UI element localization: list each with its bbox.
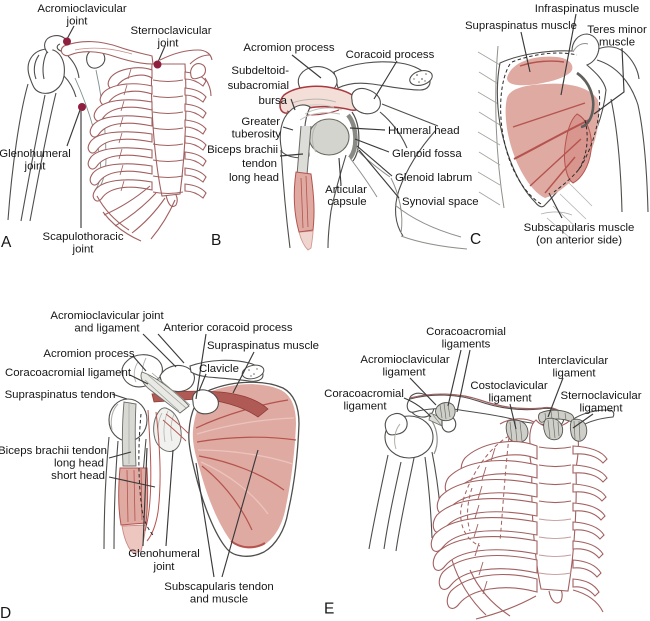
svg-text:Acromioclavicular: Acromioclavicular: [360, 354, 449, 366]
svg-text:Coracoacromial: Coracoacromial: [324, 388, 404, 400]
svg-text:E: E: [324, 601, 334, 618]
svg-text:and muscle: and muscle: [190, 594, 248, 606]
svg-text:Acromion process: Acromion process: [243, 42, 334, 54]
svg-text:muscle: muscle: [599, 37, 635, 49]
svg-text:ligament: ligament: [579, 403, 623, 415]
svg-text:ligaments: ligaments: [442, 339, 491, 351]
svg-text:Costoclavicular: Costoclavicular: [470, 380, 547, 392]
svg-text:A: A: [1, 234, 12, 251]
svg-text:Greater: Greater: [241, 116, 280, 128]
svg-text:Glenohumeral: Glenohumeral: [0, 148, 71, 160]
svg-text:C: C: [470, 231, 481, 248]
svg-text:subacromial: subacromial: [228, 80, 289, 92]
svg-text:D: D: [0, 605, 11, 621]
svg-text:joint: joint: [153, 561, 176, 573]
svg-text:Subscapularis tendon: Subscapularis tendon: [164, 581, 274, 593]
svg-text:Anterior coracoid process: Anterior coracoid process: [163, 322, 292, 334]
svg-text:Glenoid fossa: Glenoid fossa: [392, 148, 462, 160]
svg-text:Infraspinatus muscle: Infraspinatus muscle: [535, 3, 639, 15]
svg-text:and ligament: and ligament: [74, 323, 140, 335]
svg-text:ligament: ligament: [382, 367, 426, 379]
svg-text:tendon: tendon: [242, 158, 277, 170]
svg-text:long head: long head: [54, 458, 104, 470]
svg-text:tuberosity: tuberosity: [232, 129, 282, 141]
svg-text:Scapulothoracic: Scapulothoracic: [42, 231, 123, 243]
svg-text:Clavicle: Clavicle: [199, 363, 239, 375]
svg-text:joint: joint: [66, 16, 89, 28]
svg-text:joint: joint: [157, 38, 180, 50]
svg-text:Biceps brachii: Biceps brachii: [207, 144, 278, 156]
svg-text:Sternoclavicular: Sternoclavicular: [130, 25, 211, 37]
svg-text:Supraspinatus tendon: Supraspinatus tendon: [5, 389, 116, 401]
svg-text:long head: long head: [229, 172, 279, 184]
svg-text:Subdeltoid-: Subdeltoid-: [231, 65, 289, 77]
svg-text:Coracoacromial: Coracoacromial: [426, 326, 506, 338]
svg-text:Acromion process: Acromion process: [43, 348, 134, 360]
svg-text:Acromioclavicular joint: Acromioclavicular joint: [50, 310, 164, 322]
svg-text:Humeral head: Humeral head: [388, 125, 460, 137]
svg-text:Teres minor: Teres minor: [587, 24, 647, 36]
svg-text:Subscapularis muscle: Subscapularis muscle: [524, 222, 635, 234]
svg-text:Glenohumeral: Glenohumeral: [128, 548, 200, 560]
svg-text:Supraspinatus muscle: Supraspinatus muscle: [465, 20, 577, 32]
svg-text:Articular: Articular: [325, 184, 367, 196]
svg-text:B: B: [211, 232, 221, 249]
svg-text:Interclavicular: Interclavicular: [538, 355, 608, 367]
svg-text:ligament: ligament: [552, 368, 596, 380]
svg-text:ligament: ligament: [488, 393, 532, 405]
svg-text:joint: joint: [24, 161, 47, 173]
svg-text:bursa: bursa: [259, 95, 288, 107]
svg-text:Sternoclavicular: Sternoclavicular: [560, 390, 641, 402]
svg-text:short head: short head: [51, 470, 105, 482]
svg-text:joint: joint: [72, 244, 95, 256]
svg-text:Biceps brachii tendon: Biceps brachii tendon: [0, 445, 107, 457]
svg-text:Synovial space: Synovial space: [402, 196, 479, 208]
svg-text:Glenoid labrum: Glenoid labrum: [395, 172, 472, 184]
svg-text:Supraspinatus muscle: Supraspinatus muscle: [207, 340, 319, 352]
svg-text:Acromioclavicular: Acromioclavicular: [37, 3, 126, 15]
svg-text:Coracoacromial ligament: Coracoacromial ligament: [5, 367, 132, 379]
svg-text:capsule: capsule: [327, 196, 366, 208]
svg-text:Coracoid process: Coracoid process: [346, 49, 435, 61]
svg-text:(on anterior side): (on anterior side): [536, 235, 622, 247]
svg-text:ligament: ligament: [343, 401, 387, 413]
